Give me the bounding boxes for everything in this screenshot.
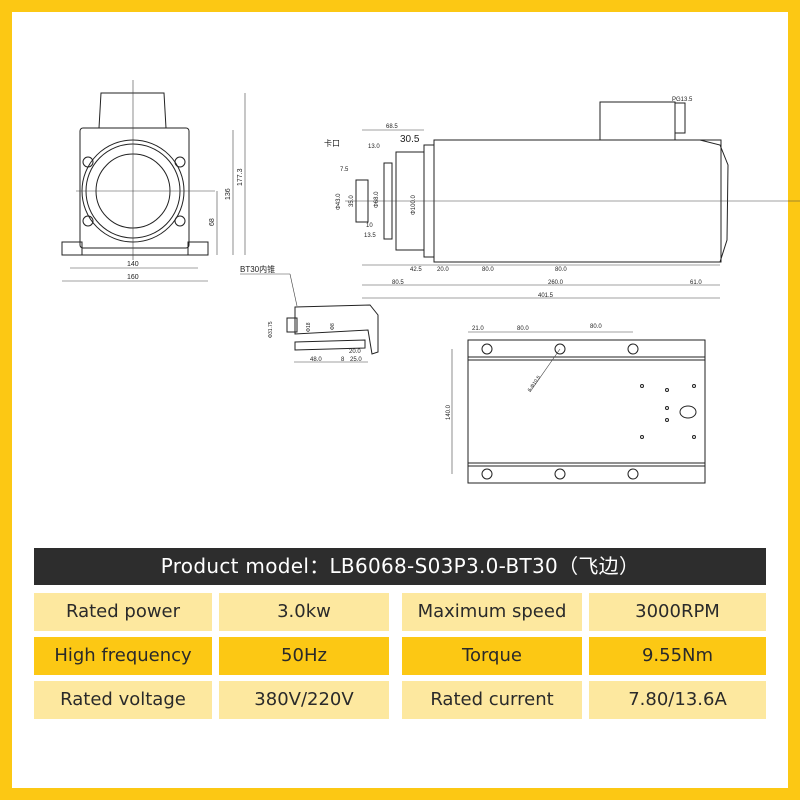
dim-label: 42.5 bbox=[410, 267, 422, 273]
spec-value: 3.0kw bbox=[219, 593, 389, 631]
dim-label: 20.0 bbox=[437, 267, 449, 273]
product-model-title: Product model：LB6068-S03P3.0-BT30（飞边） bbox=[34, 548, 766, 585]
spec-value: 50Hz bbox=[219, 637, 389, 675]
taper-view: BT30内锥 Φ31.75 Φ18 Φ8 48.0 8 20.0 25.0 bbox=[240, 264, 379, 363]
dim-label: 80.0 bbox=[590, 324, 602, 330]
spec-value: 9.55Nm bbox=[589, 637, 766, 675]
dim-label: 7.5 bbox=[340, 167, 349, 173]
dim-label: 80.5 bbox=[392, 280, 404, 286]
dim-label: 8 bbox=[341, 357, 345, 363]
dim-label: 140.0 bbox=[446, 404, 452, 420]
dim-label: 21.0 bbox=[472, 326, 484, 332]
spec-label: High frequency bbox=[34, 637, 212, 675]
dim-label: 401.5 bbox=[538, 293, 554, 299]
dim-label: Φ31.75 bbox=[268, 321, 274, 338]
dim-label: 30.5 bbox=[400, 134, 420, 145]
dim-label: Φ68.0 bbox=[374, 191, 380, 208]
dim-label: 136 bbox=[225, 188, 232, 200]
dim-label: 48.0 bbox=[310, 357, 322, 363]
dim-label: 80.0 bbox=[517, 326, 529, 332]
dim-label: 68 bbox=[209, 218, 216, 226]
spec-label: Rated current bbox=[402, 681, 582, 719]
spec-label: Rated voltage bbox=[34, 681, 212, 719]
dim-label: 6-Φ10.5 bbox=[527, 375, 542, 394]
spec-label: Maximum speed bbox=[402, 593, 582, 631]
dim-label: 35.0 bbox=[349, 195, 355, 207]
spec-value: 3000RPM bbox=[589, 593, 766, 631]
spec-label: Torque bbox=[402, 637, 582, 675]
front-view: 140 160 68 136 177.3 bbox=[61, 80, 246, 282]
dim-label: 13.0 bbox=[368, 144, 380, 150]
technical-drawing: 140 160 68 136 177.3 PG13.5 卡口 68.5 30.5… bbox=[61, 80, 800, 484]
dim-label: Φ100.0 bbox=[411, 195, 417, 215]
dim-label: Φ43.0 bbox=[336, 193, 342, 210]
spec-value: 380V/220V bbox=[219, 681, 389, 719]
dim-label: 80.0 bbox=[555, 267, 567, 273]
dim-label: 13.5 bbox=[364, 233, 376, 239]
dim-label: 260.0 bbox=[548, 280, 564, 286]
dim-label: 160 bbox=[127, 274, 139, 281]
dim-label: 80.0 bbox=[482, 267, 494, 273]
dim-label: 20.0 bbox=[349, 349, 361, 355]
dim-label: 140 bbox=[127, 261, 139, 268]
dim-label: Φ8 bbox=[330, 323, 336, 330]
base-plate-view: 21.0 80.0 80.0 140.0 6-Φ10.5 bbox=[446, 324, 706, 484]
callout-notch: 卡口 bbox=[324, 138, 340, 148]
spec-value: 7.80/13.6A bbox=[589, 681, 766, 719]
dim-label: 25.0 bbox=[350, 357, 362, 363]
dim-label: 10 bbox=[366, 223, 373, 229]
side-view: PG13.5 卡口 68.5 30.5 13.0 7.5 Φ43.0 35.0 … bbox=[324, 97, 800, 299]
dim-label: 61.0 bbox=[690, 280, 702, 286]
spec-label: Rated power bbox=[34, 593, 212, 631]
callout-taper: BT30内锥 bbox=[240, 264, 275, 274]
dim-label: 68.5 bbox=[386, 124, 398, 130]
dim-label: 177.3 bbox=[237, 168, 244, 186]
connector-label: PG13.5 bbox=[672, 97, 693, 103]
dim-label: Φ18 bbox=[306, 322, 312, 332]
